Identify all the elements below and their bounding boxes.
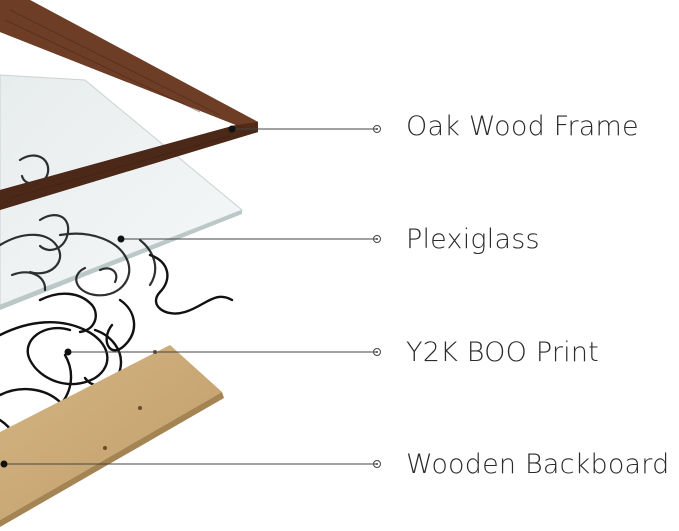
oak-wood-frame <box>0 0 258 210</box>
callout-leaders <box>0 125 381 468</box>
label-oak-wood-frame: Oak Wood Frame <box>406 111 639 142</box>
label-plexiglass: Plexiglass <box>406 224 540 255</box>
wooden-backboard <box>0 345 224 527</box>
art-print-layer <box>0 245 240 450</box>
label-wooden-backboard: Wooden Backboard <box>406 449 670 480</box>
label-print: Y2K BOO Print <box>406 337 599 368</box>
